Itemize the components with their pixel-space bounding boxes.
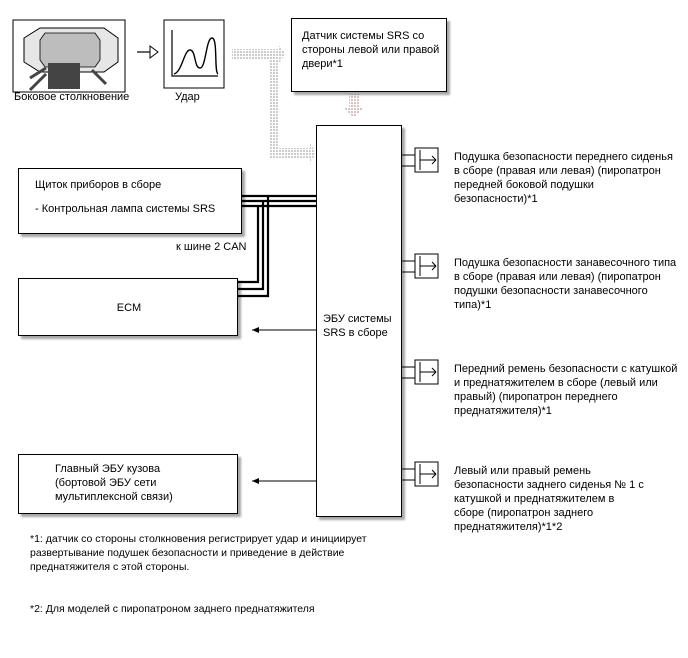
srs-ecu-box: ЭБУ системы SRS в сборе <box>316 125 402 517</box>
side-collision-car-icon <box>12 19 126 93</box>
side-collision-label: Боковое столкновение <box>14 91 130 103</box>
footnote-1: *1: датчик со стороны столкновения регис… <box>30 533 367 573</box>
ecm-box: ECM <box>18 278 238 336</box>
footnote-2: *2: Для моделей с пиропатроном заднего п… <box>30 603 315 615</box>
impact-label: Удар <box>175 91 200 103</box>
can-bus-wires <box>238 194 316 298</box>
instrument-panel-title: Щиток приборов в сборе <box>35 179 162 191</box>
sensor-signal-path <box>232 44 364 163</box>
body-ecu-text: Главный ЭБУ кузова (бортовой ЭБУ сети му… <box>55 463 173 503</box>
front-seat-airbag-label: Подушка безопасности переднего сиденья в… <box>454 151 673 205</box>
door-sensor-text: Датчик системы SRS со стороны левой или … <box>302 30 440 70</box>
impact-graph-icon <box>163 19 225 89</box>
rear-seatbelt-pretensioner-label: Левый или правый ремень безопасности зад… <box>454 465 644 533</box>
srs-warning-lamp-item: - Контрольная лампа системы SRS <box>35 203 216 215</box>
can-bus-label: к шине 2 CAN <box>176 241 247 253</box>
instrument-panel-box: Щиток приборов в сборе - Контрольная лам… <box>18 168 242 234</box>
srs-ecu-text: ЭБУ системы SRS в сборе <box>323 313 392 339</box>
output-connectors <box>402 147 439 487</box>
body-ecu-box: Главный ЭБУ кузова (бортовой ЭБУ сети му… <box>18 454 238 514</box>
front-seatbelt-pretensioner-label: Передний ремень безопасности с катушкой … <box>454 363 678 417</box>
ecm-label: ECM <box>116 302 142 314</box>
curtain-airbag-label: Подушка безопасности занавесочного типа … <box>454 257 677 311</box>
door-sensor-box: Датчик системы SRS со стороны левой или … <box>291 18 447 92</box>
